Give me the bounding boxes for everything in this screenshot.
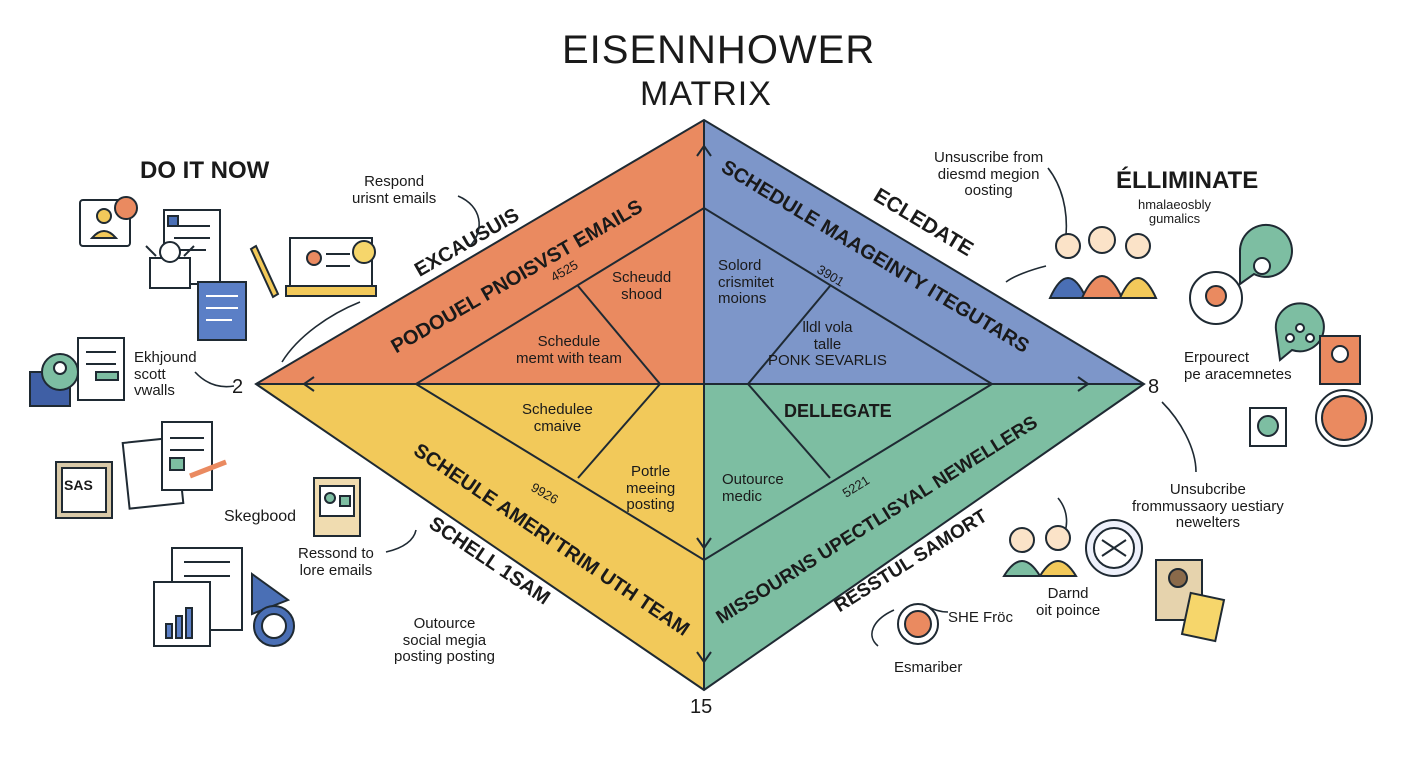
- corner-number-bottom: 15: [690, 696, 713, 718]
- network-circle-icon: [1315, 389, 1373, 447]
- pencil-icon: [249, 244, 280, 299]
- note-esmariber: Esmariber: [894, 659, 963, 676]
- idea-board-icon: [285, 237, 377, 297]
- inner-label-tl-2: Schedule memt with team: [516, 333, 622, 367]
- note-unsubscribe-top: Unsuscribe from diesmd megion oosting: [934, 149, 1044, 199]
- inner-divider-bl: [577, 383, 661, 479]
- note-ressond: Ressond to lore emails: [298, 545, 374, 579]
- network-bubble-icon: [1274, 302, 1325, 362]
- note-she-froc: SHE Fröc: [948, 609, 1014, 626]
- note-ekhjound: Ekhjound scott vwalls: [134, 349, 197, 399]
- corner-number-left: 2: [232, 376, 244, 398]
- connector-line: [1005, 265, 1047, 283]
- note-unsubcribe-bottom: Unsubcribe frommussaory uestiary newelte…: [1132, 481, 1284, 531]
- diagram-title-line2: MATRIX: [640, 75, 772, 113]
- network-node-icon: [1085, 519, 1143, 577]
- chevron-left-icon: [302, 376, 315, 392]
- team-icon: [1048, 226, 1158, 299]
- person-frame-icon: [1249, 407, 1287, 447]
- connector-line: [457, 195, 480, 247]
- header-do-it-now: DO IT NOW: [140, 157, 270, 184]
- inner-label-delegate: DELLEGATE: [784, 401, 892, 421]
- diagram-title-line1: EISENNHOWER: [562, 28, 876, 72]
- certificate-icon: [1155, 559, 1226, 643]
- left-icon-cluster: [29, 196, 377, 647]
- inner-label-bl-2: Potrle meeing posting: [626, 463, 676, 513]
- connector-line: [385, 529, 417, 553]
- inner-label-br: Outource medic: [722, 471, 784, 505]
- inner-label-tl-1: Scheudd shood: [612, 269, 672, 303]
- right-icon-cluster: [897, 223, 1373, 645]
- inner-divider-tl: [577, 285, 661, 385]
- note-outource-social: Outource social megia posting posting: [394, 615, 495, 665]
- note-respond-emails: Respond urisnt emails: [352, 173, 437, 207]
- inner-divider-br: [747, 383, 831, 479]
- chevron-right-icon: [1077, 376, 1090, 392]
- inner-divider-tr: [747, 285, 831, 385]
- bulb-circle-icon: [897, 603, 939, 645]
- note-erpourect: Erpourect pe aracemnetes: [1184, 349, 1292, 383]
- documents-pen-icon: [121, 421, 227, 510]
- connector-line: [871, 609, 895, 647]
- two-people-icon: [1002, 525, 1078, 577]
- inner-label-tr-2: lldl vola talle PONK SEVARLIS: [768, 319, 887, 369]
- orange-profile-icon: [1319, 335, 1361, 385]
- blue-document-icon: [197, 281, 247, 341]
- sas-label: SAS: [64, 477, 93, 493]
- note-skegbood: Skegbood: [224, 508, 297, 525]
- send-clock-icon: [251, 572, 295, 647]
- connector-line: [194, 371, 235, 388]
- inner-label-bl-1: Schedulee cmaive: [522, 401, 593, 435]
- connector-line: [1047, 167, 1068, 237]
- report-chart-icon: [153, 547, 243, 647]
- sas-file-icon: [55, 461, 113, 519]
- corner-number-right: 8: [1148, 376, 1160, 398]
- chevron-down-icon: [696, 651, 712, 664]
- chat-person-icon: [29, 337, 125, 407]
- user-chat-icon: [1238, 223, 1293, 286]
- person-card-icon: [79, 196, 138, 247]
- connector-line: [281, 301, 361, 363]
- stressed-person-icon: [145, 241, 195, 289]
- profile-card-icon: [313, 477, 361, 537]
- note-darnd: Darnd oit poince: [1036, 585, 1101, 619]
- connector-line: [1161, 401, 1197, 473]
- header-eliminate: ÉLLIMINATE: [1116, 167, 1259, 194]
- chevron-up-icon: [696, 144, 712, 157]
- chevron-down-icon: [696, 537, 712, 550]
- inner-label-tr-1: Solord crismitet moions: [718, 257, 774, 307]
- idea-bubble-icon: [1189, 271, 1243, 325]
- axis-arrows: [302, 144, 1090, 664]
- note-hmalaeosbly: hmalaeosbly gumalics: [1138, 197, 1211, 227]
